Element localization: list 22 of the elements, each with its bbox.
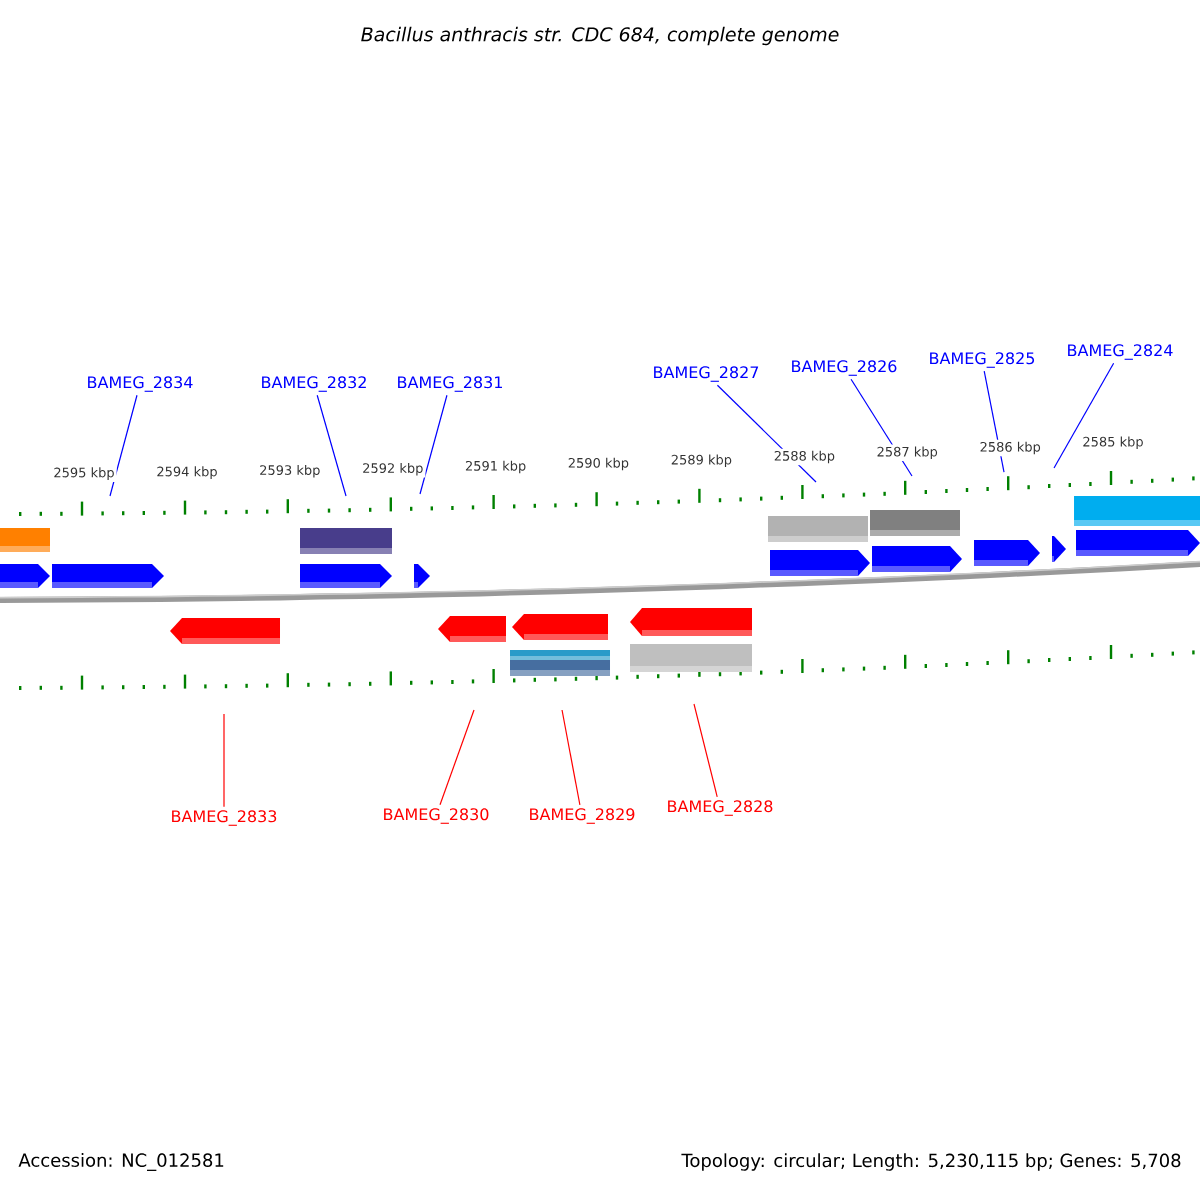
title: Bacillus anthracis str. CDC 684, complete genome	[361, 26, 839, 46]
leader-line	[561, 709, 581, 806]
gene-label: BAMEG_2827	[654, 366, 759, 382]
leader-line	[316, 394, 347, 497]
gene-label: BAMEG_2830	[384, 808, 489, 824]
genome-info-text: Topology: circular; Length: 5,230,115 bp; Genes: 5,708	[681, 1153, 1181, 1171]
gene-label: BAMEG_2834	[88, 376, 193, 392]
gene-label: BAMEG_2824	[1068, 344, 1173, 360]
gene-label: BAMEG_2826	[792, 360, 897, 376]
leader-line	[109, 394, 138, 497]
gene-label: BAMEG_2825	[930, 352, 1035, 368]
leader-line	[693, 703, 718, 798]
gene-label: BAMEG_2828	[668, 800, 773, 816]
gene-label: BAMEG_2833	[172, 810, 277, 826]
leader-line	[439, 709, 475, 806]
leader-line	[1053, 362, 1115, 469]
accession-text: Accession: NC_012581	[18, 1153, 224, 1171]
gene-label: BAMEG_2829	[530, 808, 635, 824]
gene-label: BAMEG_2832	[262, 376, 366, 392]
leader-line	[419, 394, 448, 495]
leader-line	[223, 713, 225, 808]
gene-label: BAMEG_2831	[398, 376, 502, 392]
